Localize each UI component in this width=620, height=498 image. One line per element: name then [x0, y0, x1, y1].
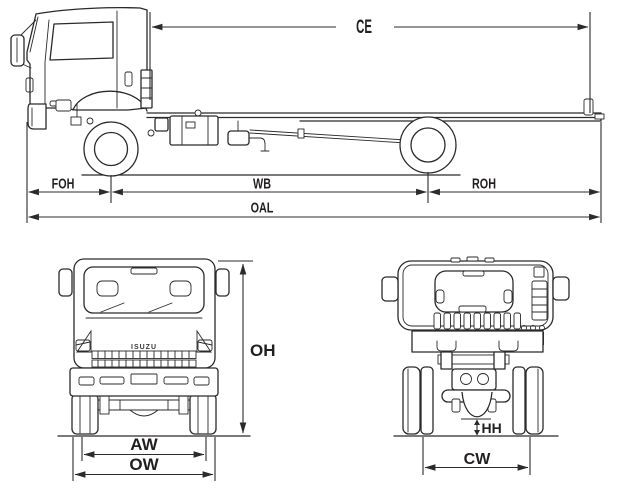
headlight-left: [75, 339, 91, 352]
rear-frame-end: [583, 98, 605, 120]
front-mirror-left: [58, 268, 73, 297]
front-mirror-right: [215, 268, 230, 297]
pillar-vent-right: [196, 329, 212, 353]
diff-housing: [461, 391, 493, 418]
rear-mirror-left: [381, 276, 399, 302]
rear-crossmember: [411, 330, 544, 353]
windshield: [83, 266, 205, 314]
ce-dimension: CE: [149, 12, 591, 113]
chassis-frame: [146, 112, 602, 122]
pillar-vent-left: [76, 329, 92, 353]
headrest-right: [169, 280, 192, 297]
label-cw: CW: [464, 451, 492, 468]
fuel-tank: [169, 109, 219, 146]
front-right-tire: [189, 393, 217, 435]
label-roh: ROH: [472, 175, 496, 192]
label-ce: CE: [356, 17, 372, 38]
ce-reference-lines: [149, 12, 591, 113]
rear-wheel: [399, 116, 457, 174]
front-view: ISUZU OH: [57, 258, 276, 481]
front-bumper-side: [27, 103, 47, 130]
oh-dimension: OH: [218, 260, 276, 434]
rear-window: [434, 270, 514, 313]
front-axle-assembly: [97, 395, 191, 417]
door-window: [49, 21, 114, 61]
cab-front: ISUZU: [58, 258, 230, 397]
label-oh: OH: [250, 341, 276, 360]
driveshaft: [249, 128, 407, 144]
isuzu-logo: ISUZU: [131, 344, 157, 351]
rear-view: HH CW: [381, 256, 570, 475]
roof-marker: [130, 267, 158, 275]
headrest-left: [96, 280, 119, 297]
wipers: [100, 302, 173, 313]
label-aw: AW: [130, 435, 158, 454]
label-ow: OW: [129, 455, 159, 474]
battery-box: [154, 117, 169, 132]
front-bumper: [69, 367, 219, 397]
headlight-side: [25, 77, 34, 93]
rear-ladder: [531, 266, 548, 321]
rear-tires: [402, 366, 544, 435]
cw-dimension: CW: [422, 437, 531, 475]
label-foh: FOH: [52, 175, 75, 192]
windshield-side: [29, 16, 39, 53]
dimension-reference-lines: [26, 122, 602, 223]
label-wb: WB: [253, 175, 271, 192]
side-view: CE FOH WB ROH OAL: [10, 7, 605, 223]
rear-mirror-right: [552, 276, 570, 301]
front-wheel: [83, 121, 139, 177]
side-mirror: [10, 19, 37, 69]
cab-side-vent: [124, 71, 133, 87]
cab-rear: [381, 256, 570, 345]
grille: [91, 350, 197, 368]
rear-axle-assembly: [437, 351, 511, 418]
length-dimensions: FOH WB ROH OAL: [26, 122, 602, 223]
label-oal: OAL: [251, 199, 274, 216]
cab-side: [10, 7, 153, 130]
width-dimensions: AW OW: [72, 435, 216, 481]
license-plate: [130, 373, 158, 385]
cab-step: [55, 99, 72, 112]
cab-rear-slats: [433, 312, 521, 330]
hh-dimension: HH: [461, 418, 502, 436]
axle-housing: [451, 368, 497, 391]
label-hh: HH: [482, 420, 502, 436]
front-left-tire: [71, 393, 99, 435]
headlight-right: [197, 339, 213, 352]
muffler-exhaust: [227, 120, 270, 152]
